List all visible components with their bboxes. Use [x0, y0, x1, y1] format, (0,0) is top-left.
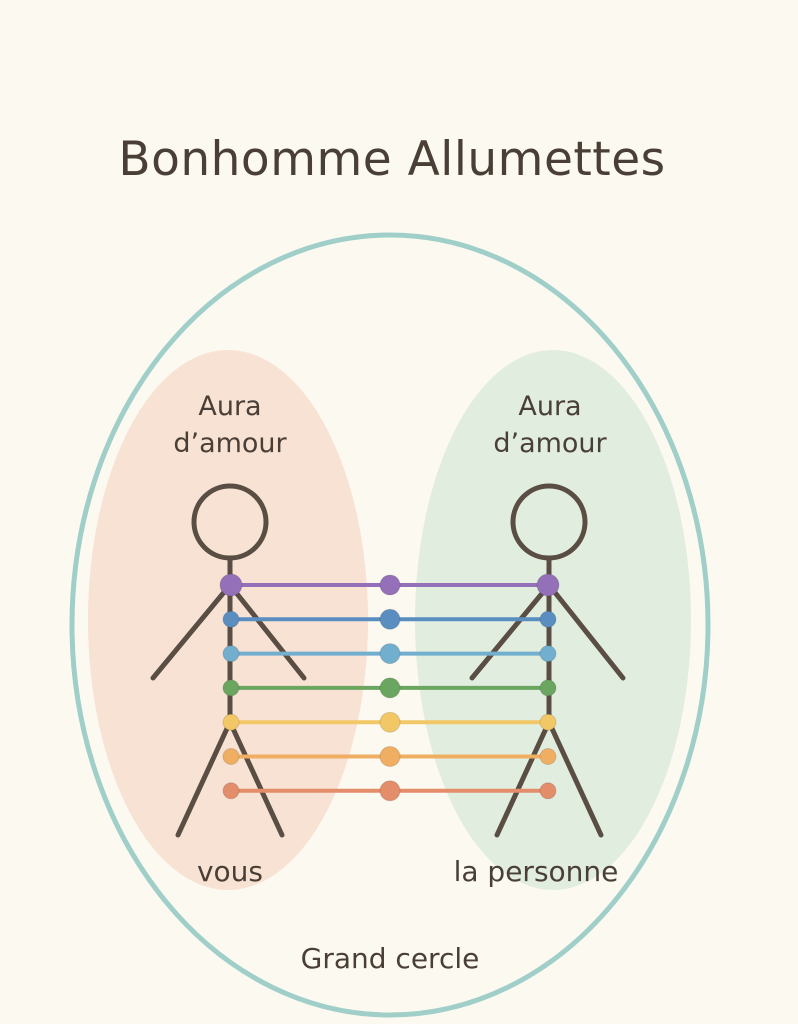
chakra-dot-center: [379, 711, 401, 733]
chakra-dot-left: [222, 713, 240, 731]
cord-green: [222, 677, 557, 699]
chakra-dot-center: [379, 574, 401, 596]
chakra-dot-left: [219, 573, 243, 597]
chakra-dot-right: [539, 645, 557, 663]
aura-line2: d’amour: [173, 428, 287, 459]
aura-line1: Aura: [518, 391, 582, 422]
vous-label: vous: [196, 855, 264, 888]
cord-yellow: [222, 711, 557, 733]
aura-line1: Aura: [198, 391, 262, 422]
chakra-dot-right: [539, 748, 557, 765]
leg: [227, 719, 285, 838]
arm: [546, 582, 626, 681]
chakra-dot-center: [379, 780, 401, 802]
chakra-dot-right: [539, 679, 557, 697]
chakra-dot-left: [222, 645, 240, 663]
chakra-dot-left: [222, 610, 240, 628]
chakra-dot-right: [539, 782, 557, 800]
arm: [469, 582, 552, 681]
page-title: Bonhomme Allumettes: [118, 132, 666, 187]
cord-blue: [222, 608, 557, 630]
cord-violet: [219, 573, 560, 597]
chakra-dot-left: [222, 679, 240, 697]
leg: [494, 719, 552, 838]
cord-light-blue: [222, 643, 557, 665]
la-personne-label: la personne: [453, 855, 619, 888]
chakra-dot-right: [539, 713, 557, 731]
cord-orange: [222, 746, 557, 767]
grand-cercle-label: Grand cercle: [300, 942, 480, 975]
chakra-dot-center: [379, 746, 401, 767]
chakra-dot-left: [222, 782, 240, 800]
aura-line2: d’amour: [493, 428, 607, 459]
left-aura-label: Aura d’amour: [130, 388, 330, 462]
arm: [227, 582, 307, 681]
right-aura-label: Aura d’amour: [450, 388, 650, 462]
chakra-dot-right: [536, 573, 560, 597]
chakra-dot-center: [379, 677, 401, 699]
grand-cercle: [69, 232, 711, 1018]
leg: [175, 719, 233, 838]
chakra-dot-right: [539, 610, 557, 628]
cord-salmon: [222, 780, 557, 802]
chakra-dot-center: [379, 643, 401, 665]
chakra-dot-left: [222, 748, 240, 765]
chakra-dot-center: [379, 608, 401, 630]
leg: [546, 719, 604, 838]
arm: [150, 582, 233, 681]
